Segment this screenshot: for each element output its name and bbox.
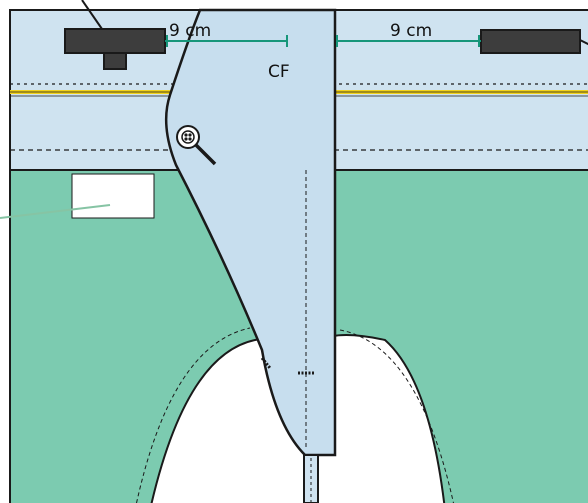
- fly-piece: [164, 8, 337, 457]
- hook-tape-left: [64, 0, 166, 70]
- measure-label-left: 9 cm: [169, 21, 211, 41]
- zipper-tail: [303, 454, 319, 503]
- bar-tack: [260, 357, 314, 375]
- measure-label-right: 9 cm: [390, 21, 432, 41]
- leader-line: [0, 204, 111, 219]
- hook-tape-right: [480, 29, 588, 54]
- measure-line-right: [336, 35, 481, 47]
- center-front-label: CF: [268, 62, 290, 82]
- button-icon: [176, 125, 217, 166]
- label-patch: [71, 173, 155, 219]
- measure-line-left: [165, 35, 288, 47]
